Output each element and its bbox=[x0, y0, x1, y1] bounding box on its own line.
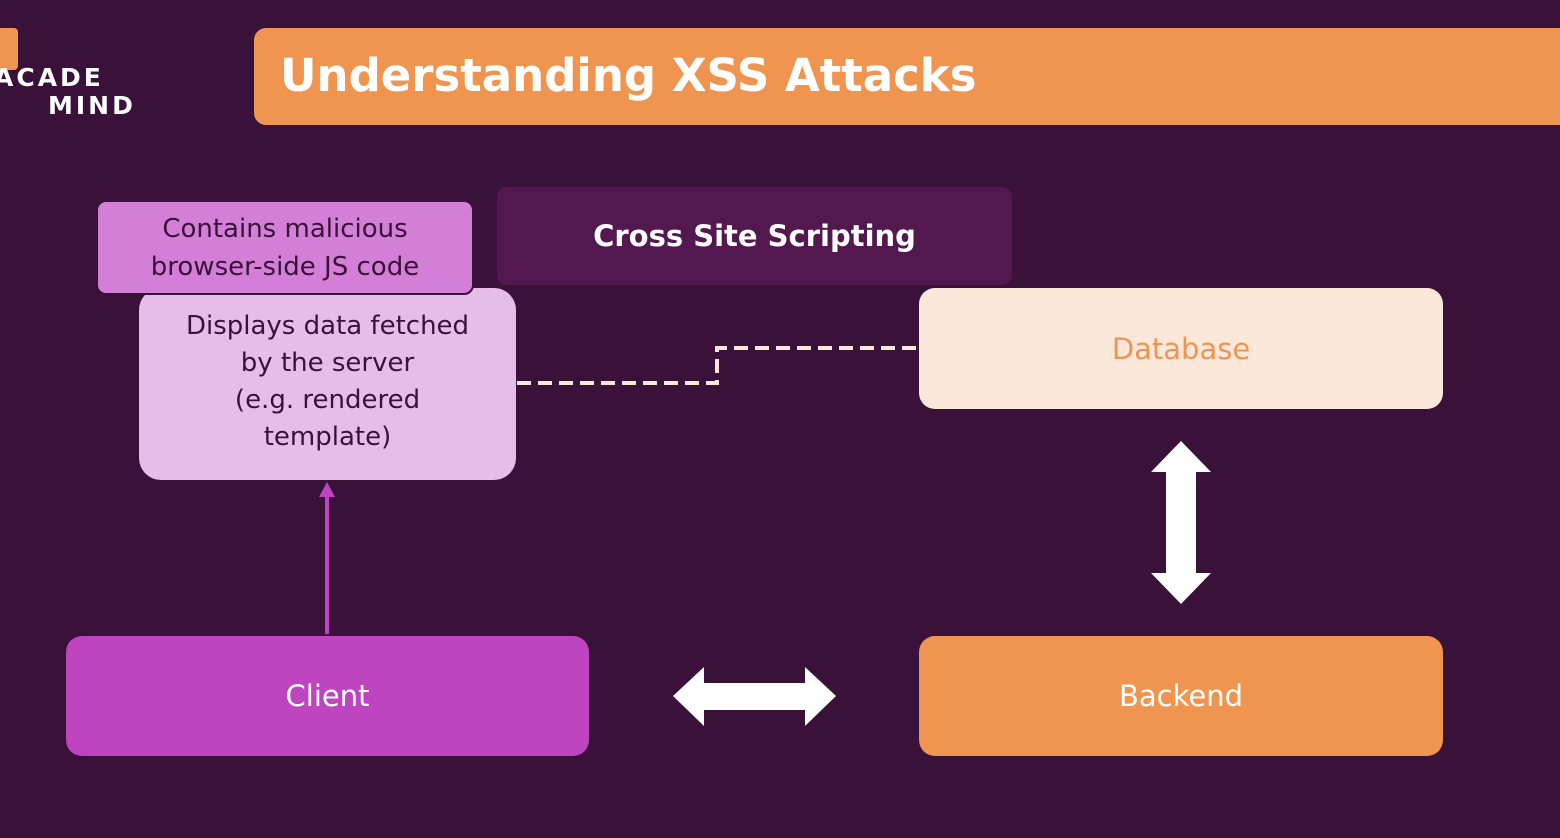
malicious-code-note-text: Contains malicious browser-side JS code bbox=[150, 213, 420, 282]
logo-line-2: MIND bbox=[48, 91, 136, 120]
logo-line-1: ACADE bbox=[0, 63, 104, 92]
client-to-display-arrowhead bbox=[319, 482, 335, 497]
cross-site-scripting-label: Cross Site Scripting bbox=[497, 187, 1012, 285]
backend-node: Backend bbox=[919, 636, 1443, 756]
logo: ACADE MIND bbox=[0, 64, 136, 120]
displays-data-note-text: Displays data fetched by the server (e.g… bbox=[185, 311, 470, 452]
database-node: Database bbox=[919, 288, 1443, 409]
database-backend-double-arrow bbox=[1151, 441, 1211, 604]
dashed-data-link bbox=[517, 346, 918, 385]
client-backend-double-arrow bbox=[673, 667, 836, 726]
title-bar: Understanding XSS Attacks bbox=[254, 28, 1560, 125]
malicious-code-note: Contains malicious browser-side JS code bbox=[96, 200, 474, 295]
page-title: Understanding XSS Attacks bbox=[280, 49, 977, 102]
client-node: Client bbox=[66, 636, 589, 756]
displays-data-note: Displays data fetched by the server (e.g… bbox=[139, 288, 516, 480]
logo-mark bbox=[0, 28, 18, 70]
